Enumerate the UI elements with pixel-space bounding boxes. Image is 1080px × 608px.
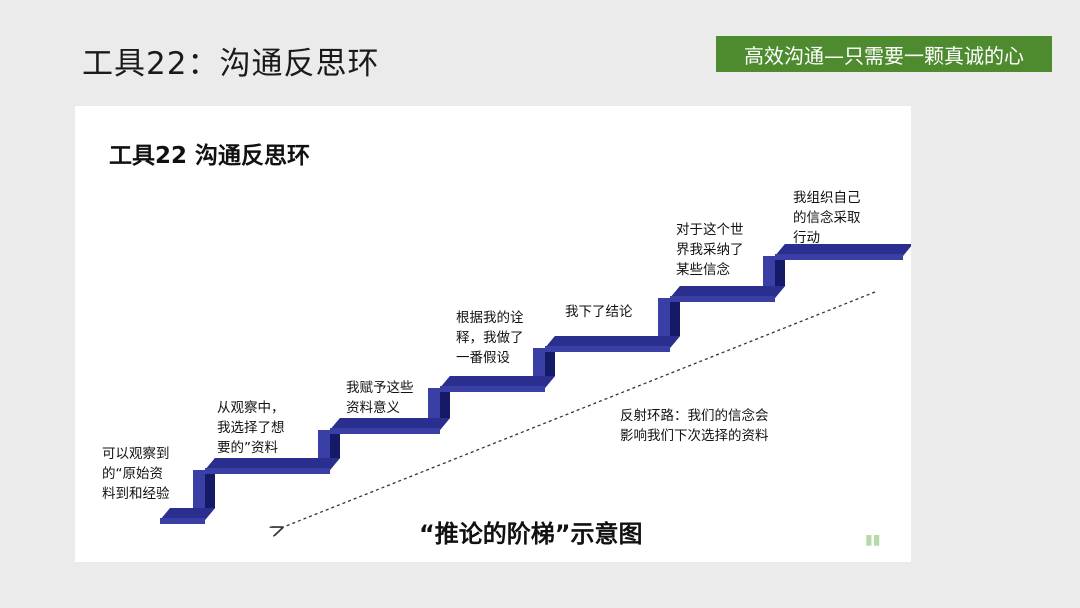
step-label-5: 我下了结论 <box>565 302 633 322</box>
stair-tread-edge <box>545 346 670 352</box>
diagram-caption: “推论的阶梯”示意图 <box>419 514 643 549</box>
reflexive-loop-label: 反射环路：我们的信念会 影响我们下次选择的资料 <box>620 406 769 446</box>
step-label-1: 可以观察到 的“原始资 料到和经验 <box>102 444 170 504</box>
diagram-panel: 工具22 沟通反思环 可以观察到 的“原始资 料到和经验 从观察中， 我选择了想… <box>75 106 911 562</box>
slide-title: 工具22：沟通反思环 <box>82 38 379 83</box>
diagram-title: 工具22 沟通反思环 <box>109 136 310 170</box>
stair-tread-edge <box>670 296 775 302</box>
stair-tread-edge <box>440 386 545 392</box>
watermark-mark: ▮▮ <box>865 532 911 554</box>
stair-tread-edge <box>160 518 205 524</box>
stair-tread-edge <box>775 254 903 260</box>
step-label-6: 对于这个世 界我采纳了 某些信念 <box>676 220 744 280</box>
step-label-7: 我组织自己 的信念采取 行动 <box>793 188 861 248</box>
tagline-banner: 高效沟通—只需要一颗真诚的心 <box>716 36 1052 72</box>
step-label-3: 我赋予这些 资料意义 <box>346 378 414 418</box>
stair-tread-edge <box>330 428 440 434</box>
stair-tread-edge <box>205 468 330 474</box>
step-label-2: 从观察中， 我选择了想 要的”资料 <box>217 398 285 458</box>
step-label-4: 根据我的诠 释，我做了 一番假设 <box>456 308 524 368</box>
